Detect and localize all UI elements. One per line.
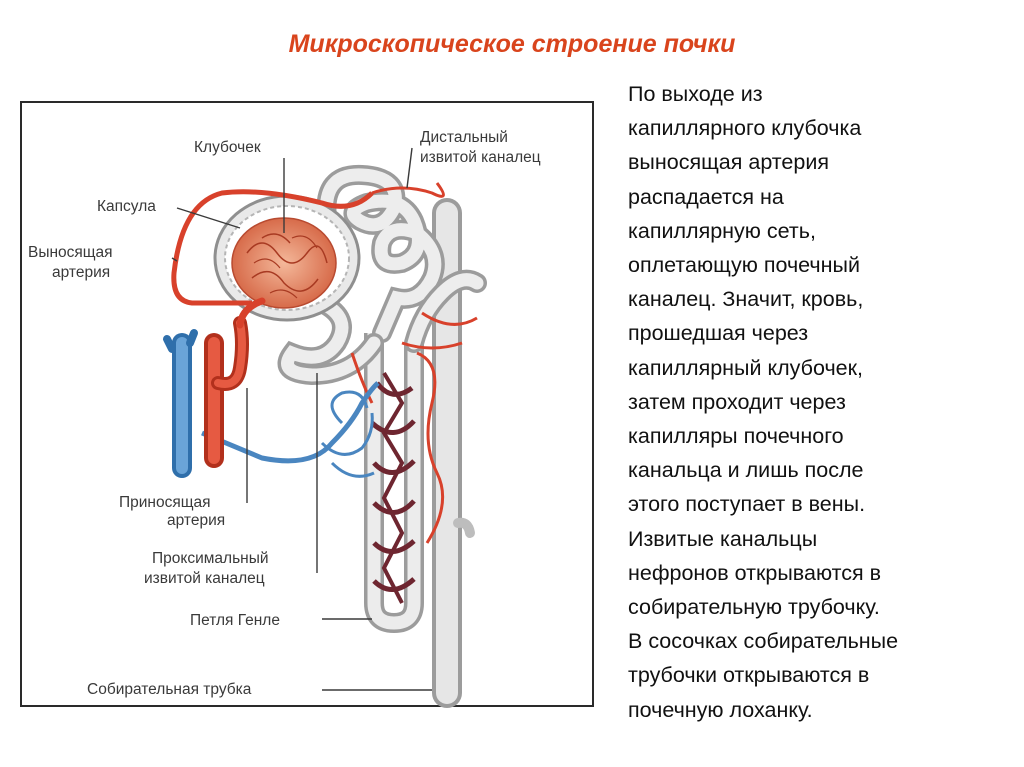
nephron-diagram: Клубочек Дистальный извитой каналец Капс… [20, 101, 594, 708]
label-capsule: Капсула [97, 198, 156, 215]
explanation-text: По выходе из капиллярного клубочка вынос… [628, 77, 1008, 727]
page-title: Микроскопическое строение почки [288, 30, 736, 58]
label-proximal-tubule-1: Проксимальный [152, 550, 269, 567]
text-line: затем проходит через [628, 389, 846, 414]
afferent-artery [236, 297, 266, 329]
label-efferent-artery-2: артерия [52, 264, 111, 281]
vein-network [201, 381, 380, 478]
text-line: прошедшая через [628, 321, 809, 346]
text-line: каналец. Значит, кровь, [628, 287, 864, 312]
proximal-convoluted-tubule [277, 293, 384, 386]
label-henle-loop: Петля Генле [190, 612, 280, 629]
interlobular-vein [163, 329, 198, 478]
label-collecting-duct: Собирательная трубка [87, 681, 252, 698]
text-line: капиллярный клубочек, [628, 355, 864, 380]
text-line: Извитые канальцы [628, 526, 818, 551]
text-line: капиллярного клубочка [628, 116, 862, 141]
efferent-artery [171, 182, 445, 306]
text-line: этого поступает в вены. [628, 492, 866, 517]
text-line: капиллярную сеть, [628, 218, 816, 243]
text-line: По выходе из [628, 82, 763, 106]
peritubular-capillaries [350, 311, 478, 604]
label-glomerulus: Клубочек [194, 139, 261, 156]
interlobular-artery [204, 316, 249, 468]
label-distal-tubule-2: извитой каналец [420, 149, 541, 166]
text-line: оплетающую почечный [628, 253, 860, 278]
nephron-illustration [163, 147, 487, 708]
text-line: канальца и лишь после [628, 458, 864, 483]
label-afferent-artery-1: Приносящая [119, 494, 211, 511]
text-line: распадается на [628, 184, 784, 209]
henle-loop [364, 333, 424, 634]
label-distal-tubule-1: Дистальный [420, 129, 508, 146]
text-line: почечную лоханку. [628, 697, 813, 722]
leader-lines [171, 147, 432, 691]
label-efferent-artery-1: Выносящая [28, 244, 113, 261]
text-line: нефронов открываются в [628, 560, 881, 585]
glomerulus [231, 217, 337, 309]
text-line: В сосочках собирательные [628, 629, 899, 654]
label-afferent-artery-2: артерия [167, 512, 226, 529]
text-line: собирательную трубочку. [628, 595, 880, 620]
label-proximal-tubule-2: извитой каналец [144, 570, 265, 587]
text-line: выносящая артерия [628, 150, 829, 175]
text-line: трубочки открываются в [628, 663, 870, 688]
text-line: капилляры почечного [628, 424, 844, 449]
